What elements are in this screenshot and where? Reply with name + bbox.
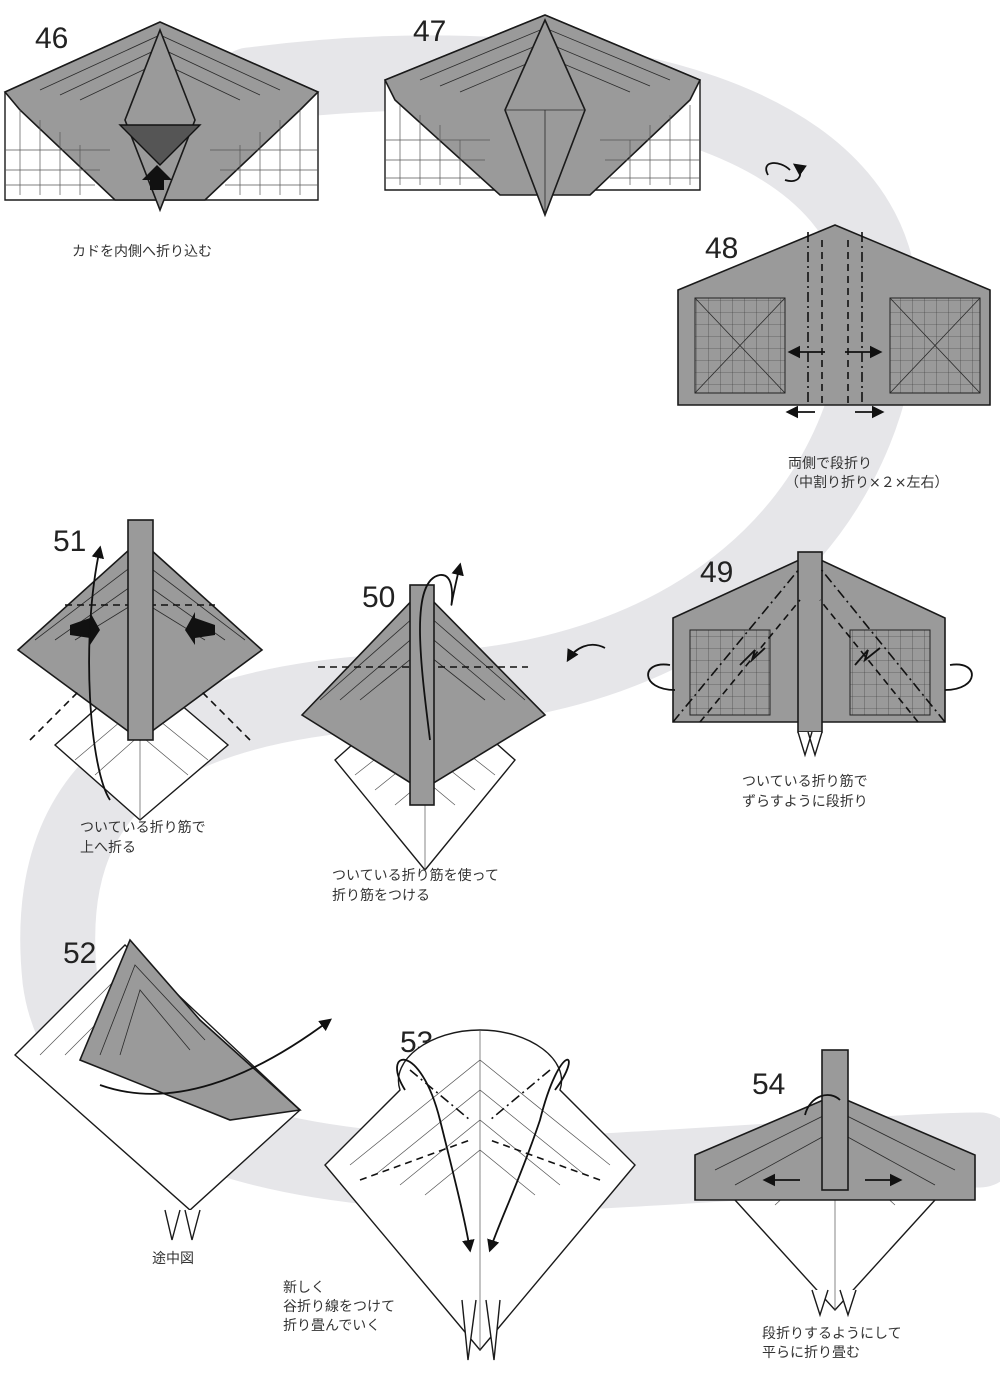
step-48-valley-lines [821, 240, 849, 405]
step-49-mountain-lines [672, 567, 946, 723]
step-51-center-strip [127, 519, 154, 741]
step-48-caption-2: （中割り折り×２×左右） [785, 474, 948, 491]
step-52-tips [164, 1209, 201, 1241]
step-49-right-grid [849, 629, 931, 716]
step-49-caption-1: ついている折り筋で [742, 773, 868, 790]
step-53-creases [349, 1030, 611, 1350]
step-54-center-strip [821, 1049, 849, 1191]
step-54-curl-arrow [804, 1094, 841, 1116]
step-54-caption-2: 平らに折り畳む [762, 1345, 860, 1361]
step-53-caption-1: 新しく [283, 1280, 325, 1296]
step-48: 48 両側で段折り （中割り折り×２×左右） [677, 224, 991, 491]
step-50-center-strip [409, 584, 435, 806]
step-49-zigzag-right [854, 647, 881, 666]
step-53: 53 新しく 谷折り線をつけて 折り畳んでいく [283, 1026, 636, 1361]
step-47-creases [385, 27, 700, 185]
step-53-caption-3: 折り畳んでいく [283, 1318, 380, 1334]
step-53-arrow-left [396, 1058, 475, 1253]
step-51-number: 51 [53, 525, 86, 558]
step-50-fold-arrow [419, 562, 464, 741]
flip-over-icon [765, 162, 807, 182]
step-46-caption: カドを内側へ折り込む [72, 244, 212, 260]
step-49: 49 ついている折り筋で ずらすように段折り [647, 551, 973, 810]
step-51-push-arrow-right [185, 612, 215, 645]
step-46-dark-triangle [118, 124, 202, 166]
step-51-caption-1: ついている折り筋で [80, 819, 206, 836]
step-50-caption-1: ついている折り筋を使って [332, 867, 499, 884]
step-46-center-flap [124, 27, 196, 213]
step-53-mountain-lines [409, 1069, 551, 1121]
step-51-fold-arrow [88, 545, 111, 801]
step-52-caption: 途中図 [152, 1250, 194, 1267]
step-46: 46 カドを内側へ折り込む [3, 21, 320, 260]
step-53-tips [461, 1299, 501, 1361]
step-46-number: 46 [35, 22, 68, 55]
step-49-valley-lines [699, 599, 919, 723]
step-48-number: 48 [705, 232, 738, 265]
step-48-diagonals [694, 297, 981, 394]
step-47-center-line [505, 109, 585, 215]
step-51-push-arrow-left [70, 612, 100, 645]
step-51: 51 ついている折り筋で 上へ折る [16, 519, 264, 856]
step-52-fold-arrow [99, 1018, 333, 1095]
step-47: 47 [383, 14, 702, 218]
step-53-arrow-right [487, 1058, 570, 1253]
step-50-number: 50 [362, 581, 395, 614]
step-49-number: 49 [700, 556, 733, 589]
step-49-left-grid [689, 629, 771, 716]
step-54-caption-1: 段折りするようにして [762, 1326, 902, 1342]
step-54-number: 54 [752, 1068, 785, 1101]
step-52: 52 途中図 [13, 937, 333, 1267]
step-49-caption-2: ずらすように段折り [742, 794, 868, 810]
step-46-push-arrow [142, 165, 172, 190]
step-52-lifted-flap [78, 938, 302, 1121]
step-50-caption-2: 折り筋をつける [332, 887, 430, 904]
step-53-valley-lines [359, 1139, 601, 1181]
step-52-number: 52 [63, 937, 96, 970]
step-52-flap-creases [99, 964, 206, 1056]
step-49-loop-left [647, 663, 676, 691]
step-53-caption-2: 谷折り線をつけて [283, 1299, 395, 1315]
turn-arrow-icon [566, 643, 606, 663]
step-48-mountain-lines [807, 232, 863, 405]
step-48-caption-1: 両側で段折り [788, 456, 872, 472]
step-49-zigzag-left [739, 647, 766, 666]
step-49-loop-right [944, 663, 973, 691]
step-47-number: 47 [413, 15, 446, 48]
step-54-tips [811, 1289, 857, 1318]
step-54: 54 段折りするようにして 平らに折り畳む [694, 1049, 976, 1361]
step-49-tips [797, 731, 823, 758]
step-49-center-strip [797, 551, 823, 733]
step-51-caption-2: 上へ折る [80, 840, 136, 856]
step-50: 50 ついている折り筋を使って 折り筋をつける [300, 562, 547, 904]
